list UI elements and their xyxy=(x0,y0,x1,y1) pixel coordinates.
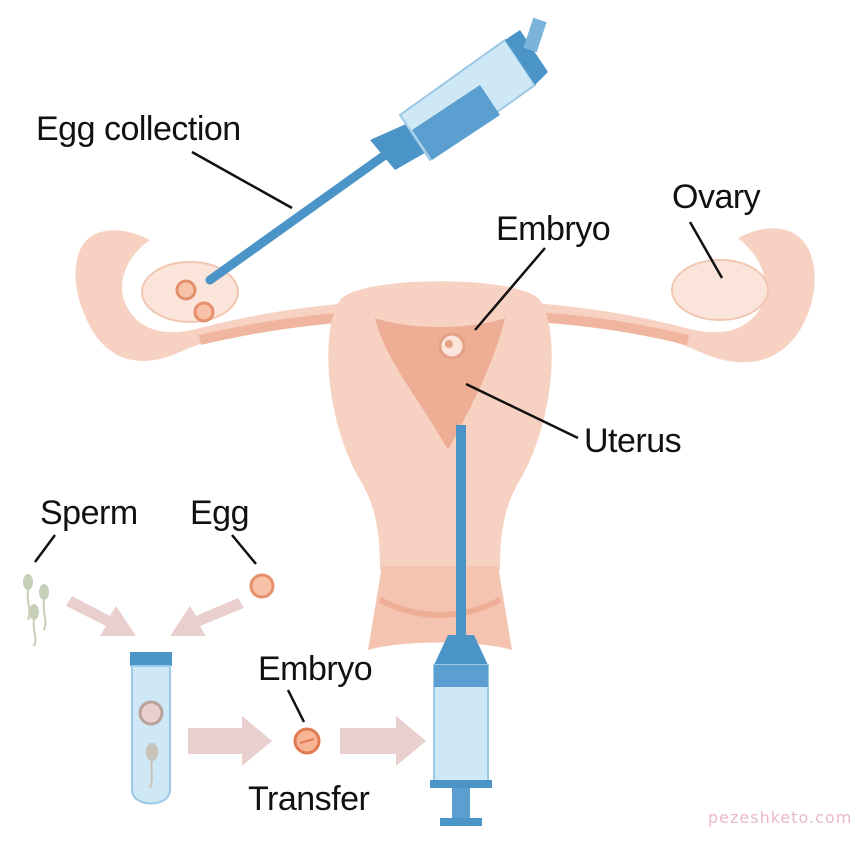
label-embryo-bottom: Embryo xyxy=(258,650,373,688)
process-arrows xyxy=(66,596,426,766)
collection-syringe xyxy=(205,17,548,285)
collected-egg-1 xyxy=(175,279,197,301)
label-egg-collection: Egg collection xyxy=(36,110,241,148)
right-ovary xyxy=(671,259,769,321)
sperm-cells xyxy=(23,574,49,647)
arrow-sperm-to-tube xyxy=(66,596,136,636)
leader-lines xyxy=(33,150,724,723)
leader-egg xyxy=(231,534,257,565)
leader-egg-collection xyxy=(191,150,293,210)
cervix xyxy=(368,566,512,650)
collected-egg-2 xyxy=(193,301,215,323)
label-egg: Egg xyxy=(190,494,250,532)
label-transfer: Transfer xyxy=(248,780,370,818)
reproductive-organs xyxy=(75,228,815,650)
left-fallopian-tube xyxy=(75,230,365,361)
transfer-syringe xyxy=(430,425,492,826)
label-ovary: Ovary xyxy=(672,178,761,216)
leader-embryo-top xyxy=(474,247,546,331)
leader-sperm xyxy=(33,534,57,563)
label-sperm: Sperm xyxy=(40,494,138,532)
watermark: pezeshketo.com xyxy=(708,808,853,827)
leader-embryo-bottom xyxy=(286,689,306,723)
arrow-egg-to-tube xyxy=(170,598,244,636)
right-fallopian-tube xyxy=(516,228,815,363)
arrow-embryo-to-syringe xyxy=(340,716,426,766)
label-uterus: Uterus xyxy=(584,422,682,460)
label-embryo-top: Embryo xyxy=(496,210,611,248)
leader-uterus xyxy=(465,382,579,440)
egg-cell xyxy=(249,573,275,599)
test-tube xyxy=(130,652,172,805)
arrow-tube-to-embryo xyxy=(188,716,272,766)
uterine-cavity xyxy=(375,318,505,450)
leader-ovary xyxy=(688,221,724,279)
